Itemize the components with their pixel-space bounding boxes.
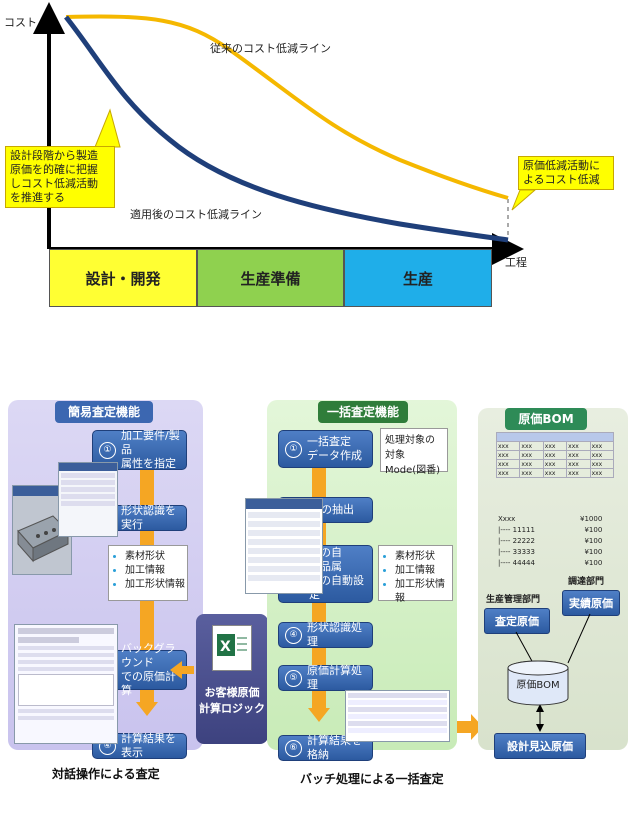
bom-price: ¥1000 [580,515,603,523]
callout-left-line: を推進する [10,191,65,204]
left-flow-arrowhead [136,702,158,716]
design-cost-box: 設計見込原価 [494,733,586,759]
actual-cost-box: 実績原価 [562,590,620,616]
callout-left-line: 設計段階から製造 [10,149,98,162]
bom-database-label: 原価BOM [516,680,560,691]
callout-left: 設計段階から製造 原価を的確に把握 しコスト低減活動 を推進する [5,146,115,208]
phase-production: 生産 [344,249,492,307]
mode-note-line: 処理対象の [385,435,435,446]
cost-reduction-chart: コスト 工程 従来のコスト低減ライン 適用後のコスト低減ライン 設計段階から製造… [0,0,637,320]
y-axis-label: コスト [4,16,37,29]
bom-price: ¥100 [584,526,603,534]
step-number: ① [285,440,302,458]
dept-production: 生産管理部門 [486,595,541,605]
callout-left-line: 原価を的確に把握 [10,163,98,176]
to-bom-arrow [457,714,483,740]
step-text: 形状認識を実行 [121,504,176,531]
line-before-label: 従来のコスト低減ライン [210,42,331,55]
bom-price: ¥100 [584,548,603,556]
bom-tree: Xxxx |---- 11111 |---- 22222 |---- 33333… [498,514,535,569]
middle-caption: バッチ処理による一括査定 [300,772,444,786]
logic-label-line: お客様原価 [204,686,260,699]
x-axis-label: 工程 [505,256,527,269]
step-number: ⑥ [285,739,302,757]
estimated-cost-box: 査定原価 [484,608,550,634]
step-number: ④ [285,626,302,644]
bullet-item: 加工形状情報 [395,578,452,606]
result-screenshot [14,624,118,744]
callout-right-line: 原価低減活動に [523,159,600,172]
bullet-item: 素材形状 [395,550,452,564]
left-step-1: ① 加工要件/製品 属性を指定 [92,429,187,470]
svg-text:X: X [220,639,231,655]
middle-step-4: ④ 形状認識処理 [278,621,373,648]
callout-left-tail [94,108,121,148]
callout-left-line: しコスト低減活動 [10,177,98,190]
left-panel-title: 簡易査定機能 [55,401,153,423]
mode-note-line: 対象Mode(図番) [385,450,441,476]
logic-label: お客様原価 計算ロジック [198,685,266,717]
callout-right-line: よるコスト低減 [523,173,600,186]
step-text: 原価計算処理 [307,664,362,691]
step-text: 計算結果を表示 [121,732,176,759]
dept-procurement: 調達部門 [568,577,605,587]
left-bullets: 素材形状 加工情報 加工形状情報 [108,545,188,601]
line-after-label: 適用後のコスト低減ライン [130,208,262,221]
bullet-item: 加工形状情報 [125,578,187,592]
batch-table [245,498,323,594]
middle-panel-title: 一括査定機能 [318,401,408,423]
bullet-item: 加工情報 [125,564,187,578]
middle-flow-arrowhead [308,708,330,722]
step-number: ① [99,441,116,459]
bullet-item: 加工情報 [395,564,452,578]
bom-line: |---- 33333 [498,548,535,556]
bullet-item: 素材形状 [125,550,187,564]
callout-right: 原価低減活動に よるコスト低減 [518,156,614,190]
step-text: 形状認識処理 [307,621,362,648]
step-text: 加工要件/製品 属性を指定 [121,429,180,470]
phase-design: 設計・開発 [49,249,197,307]
bom-line: Xxxx [498,515,516,523]
bom-connectors [515,613,591,732]
logic-label-line: 計算ロジック [199,702,265,715]
middle-bullets: 素材形状 加工情報 加工形状情報 [378,545,453,604]
result-spreadsheet [345,690,450,742]
bom-line: |---- 11111 [498,526,535,534]
bom-price: ¥100 [584,559,603,567]
cad-part-icon [13,486,71,563]
excel-icon: X [212,625,252,671]
line-after [64,15,509,243]
bom-line: |---- 22222 [498,537,535,545]
left-caption: 対話操作による査定 [52,767,160,781]
callout-right-tail [511,189,537,211]
middle-step-5: ⑤ 原価計算処理 [278,664,373,691]
right-panel-title: 原価BOM [505,408,587,430]
middle-step-1: ① 一括査定 データ作成 [278,430,373,468]
line-before [65,14,509,200]
step-text: バックグラウンド での原価計算 [121,642,176,697]
step-number: ⑤ [285,669,302,687]
bom-database-icon: 原価BOM [507,660,569,706]
phase-preparation: 生産準備 [197,249,344,307]
form-screenshot [58,462,118,537]
step-text: の抽出 [321,503,354,516]
bom-prices: ¥1000 ¥100 ¥100 ¥100 ¥100 [580,514,602,569]
bom-price: ¥100 [584,537,603,545]
step-text: 一括査定 データ作成 [307,435,362,462]
bom-line: |---- 44444 [498,559,535,567]
mode-note: 処理対象の 対象Mode(図番) [380,428,448,476]
